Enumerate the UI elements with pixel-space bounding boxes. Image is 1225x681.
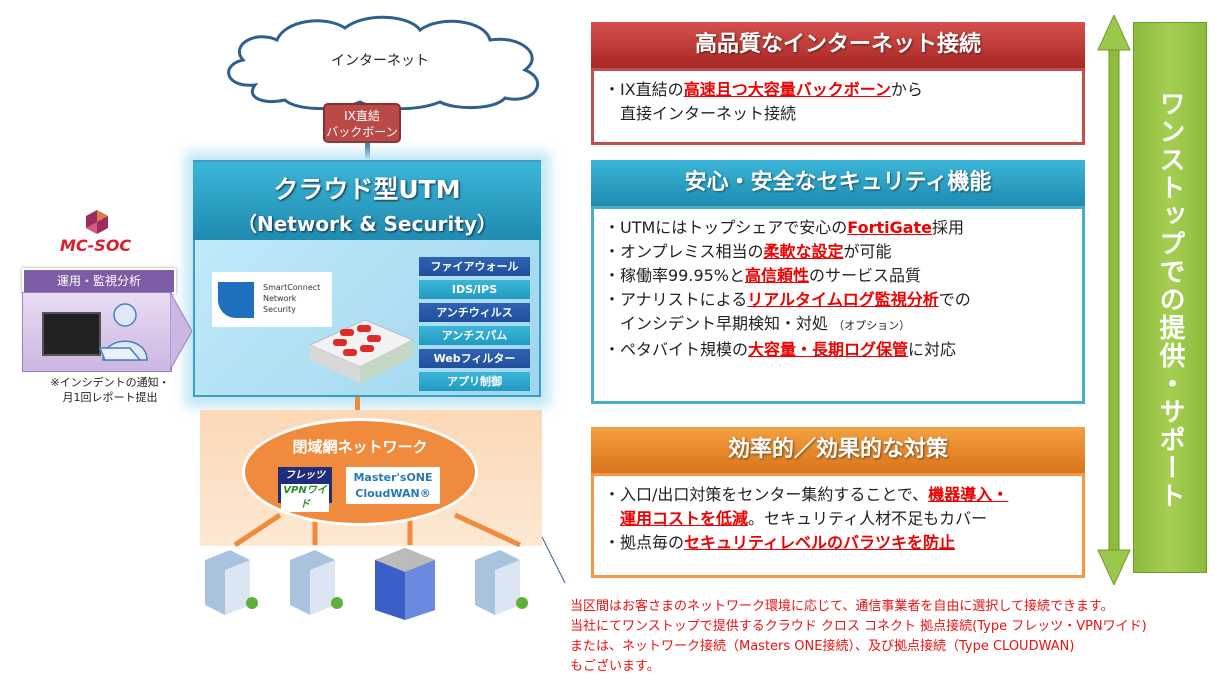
feature-firewall: ファイアウォール [419,257,530,276]
body-text: ・オンプレミス相当の [604,242,764,261]
fortigate-device-icon [308,319,415,383]
ix-badge-line2: バックボーン [326,125,398,139]
body-text: から [890,80,923,99]
body-text: ・UTMにはトップシェアで安心の [604,218,848,237]
body-text: ・IX直結の [604,80,684,99]
panel-bullet-line: 運用コストを低減。セキュリティ人材不足もカバー [604,507,1072,531]
arrow-right-icon [170,292,192,370]
internet-label: インターネット [331,53,429,69]
panel-title-security: 安心・安全なセキュリティ機能 [591,160,1085,206]
highlight-text: 高速且つ大容量バックボーン [683,80,891,99]
utm-subtitle: （Network & Security） [237,212,497,236]
highlight-text: リアルタイムログ監視分析 [747,290,939,309]
connector-line [365,143,370,159]
body-text: ・稼働率99.95%と [604,266,746,285]
footnote: 当区間はお客さまのネットワーク環境に応じて、通信事業者を自由に選択して接続できま… [570,597,1220,677]
body-text: での [938,290,971,309]
body-text: ・ペタバイト規模の [604,340,749,359]
mcsoc-brand: MC-SOC [60,236,132,255]
building-icon [475,550,528,615]
body-text: のサービス品質 [809,266,922,285]
logo-line: Network [263,294,297,303]
body-text: ・アナリストによる [604,290,748,309]
footnote-line: もございます。 [570,659,660,674]
mastersone-line: Master'sONE [353,471,433,484]
lock-icon [218,282,254,318]
panel-bullet-line: 直接インターネット接続 [604,102,1072,126]
body-text: ・入口/出口対策をセンター集約することで、 [604,485,929,504]
footnote-line: 当社にてワンストップで提供するクラウド クロス コネクト 拠点接続(Type フ… [570,619,1147,634]
note-line: ※インシデントの通知・ [50,376,170,389]
panel-bullet-line: ・アナリストによるリアルタイムログ監視分析での [604,288,1072,312]
panel-bullet-line: ・入口/出口対策をセンター集約することで、機器導入・ [604,483,1072,507]
callout-line [541,536,566,584]
body-text: 。セキュリティ人材不足もカバー [748,509,988,528]
mastersone-logo: Master'sONE CloudWAN® [346,467,440,504]
panel-bullet-line: ・IX直結の高速且つ大容量バックボーンから [604,78,1072,102]
vpn-wide-label: VPNワイド [281,484,329,512]
panel-bullet-line: ・拠点毎のセキュリティレベルのバラツキを防止 [604,531,1072,555]
panel-body-security: ・UTMにはトップシェアで安心のFortiGate採用・オンプレミス相当の柔軟な… [591,206,1085,404]
internet-cloud-icon [227,15,539,110]
utm-header: クラウド型UTM （Network & Security） [193,162,541,240]
one-stop-banner [1133,22,1207,573]
body-text: に対応 [908,340,957,359]
body-text: インシデント早期検知・対処 [604,314,834,333]
panel-bullet-line: ・ペタバイト規模の大容量・長期ログ保管に対応 [604,338,1072,362]
flets-label: フレッツ [285,470,325,481]
feature-app-control: アプリ制御 [419,372,530,391]
feature-antispam: アンチスパム [419,326,530,345]
flets-vpn-logo: フレッツ VPNワイド [278,467,332,512]
analyst-person-icon [98,303,148,361]
panel-title-efficiency: 効率的／効果的な対策 [591,427,1085,473]
logo-line: SmartConnect [263,283,321,292]
panel-bullet-line: インシデント早期検知・対処 （オプション） [604,312,1072,338]
ix-badge-line1: IX直結 [344,109,380,123]
body-text [604,509,620,528]
highlight-text: 柔軟な設定 [763,242,844,261]
cloudwan-line: CloudWAN® [355,487,431,500]
feature-ids-ips: IDS/IPS [419,280,530,299]
utm-title: クラウド型UTM [273,175,461,204]
body-text: ・拠点毎の [604,533,685,552]
double-arrow-icon [1097,15,1131,585]
operations-label: 運用・監視分析 [22,268,176,294]
monitor-icon [42,312,101,356]
operations-note: ※インシデントの通知・ 月1回レポート提出 [35,375,185,405]
feature-web-filter: Webフィルター [419,349,530,368]
highlight-text: 運用コストを低減 [620,509,749,528]
ix-backbone-badge: IX直結 バックボーン [323,103,401,143]
highlight-text: 機器導入・ [928,485,1009,504]
footnote-line: または、ネットワーク接続（Masters ONE接続）、及び拠点接続（Type … [570,639,1075,654]
closed-network-title: 閉域網ネットワーク [292,438,428,456]
branch-buildings [205,548,528,620]
panel-bullet-line: ・UTMにはトップシェアで安心のFortiGate採用 [604,216,1072,240]
highlight-text: 高信頼性 [745,266,810,285]
one-stop-banner-text: ワンストップでの提供・サポート [1155,90,1185,510]
highlight-text: 大容量・長期ログ保管 [748,340,909,359]
headquarters-building-icon [375,548,435,620]
body-text: 採用 [932,218,965,237]
logo-line: Security [263,305,296,314]
highlight-text: FortiGate [847,218,933,237]
panel-body-efficiency: ・入口/出口対策をセンター集約することで、機器導入・ 運用コストを低減。セキュリ… [591,473,1085,578]
feature-antivirus: アンチウィルス [419,303,530,322]
panel-bullet-line: ・稼働率99.95%と高信頼性のサービス品質 [604,264,1072,288]
body-text: が可能 [843,242,892,261]
body-text: 直接インターネット接続 [604,104,797,123]
highlight-text: セキュリティレベルのバラツキを防止 [684,533,956,552]
note-line: 月1回レポート提出 [62,391,158,404]
network-branch-lines [233,512,522,548]
panel-bullet-line: ・オンプレミス相当の柔軟な設定が可能 [604,240,1072,264]
smartconnect-logo-text: SmartConnect Network Security [263,282,320,315]
panel-title-internet: 高品質なインターネット接続 [591,22,1085,68]
building-icon [290,550,343,615]
panel-body-internet: ・IX直結の高速且つ大容量バックボーンから 直接インターネット接続 [591,68,1085,145]
footnote-line: 当区間はお客さまのネットワーク環境に応じて、通信事業者を自由に選択して接続できま… [570,599,1114,614]
building-icon [205,550,258,615]
option-note: （オプション） [833,319,911,332]
mcsoc-hexagon-icon [86,210,108,234]
